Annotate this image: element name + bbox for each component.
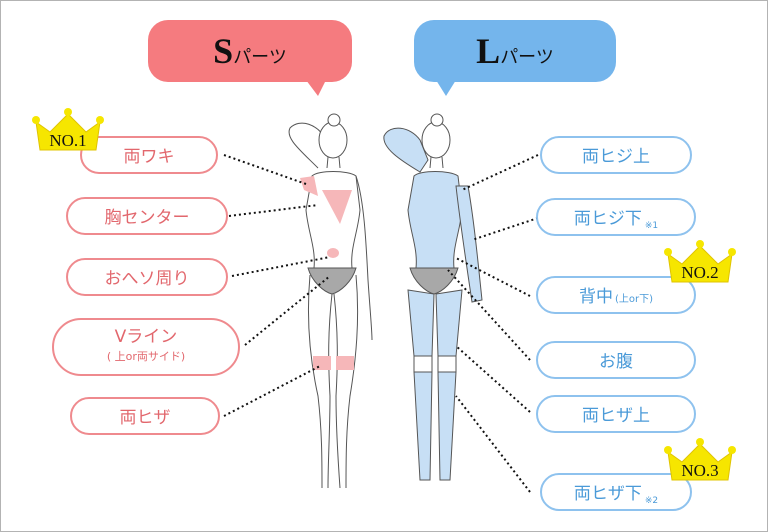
l-part-note: ※2 (644, 496, 659, 506)
l-part-note: ※1 (644, 221, 659, 231)
s-part-knees[interactable]: 両ヒザ (70, 397, 220, 435)
l-bubble-sub: パーツ (500, 47, 554, 68)
l-bubble-tail (436, 80, 456, 96)
l-part-label: 背中 (578, 287, 613, 307)
s-part-sub: ( 上or両サイド) (106, 350, 186, 363)
l-part-forearms[interactable]: 両ヒジ下※1 (536, 198, 696, 236)
l-parts-bubble: Lパーツ (414, 20, 616, 82)
l-part-label: 両ヒザ下 (573, 484, 642, 504)
l-part-upper-knees[interactable]: 両ヒザ上 (536, 395, 696, 433)
s-bubble-sub: パーツ (233, 47, 287, 68)
left-figure (288, 113, 373, 489)
l-part-sub: (上or下) (614, 294, 654, 305)
l-part-label: 両ヒジ上 (582, 147, 650, 167)
l-part-upper-arms[interactable]: 両ヒジ上 (540, 136, 692, 174)
crown-icon: NO.2 (664, 240, 736, 283)
s-part-label: 両ヒザ (119, 408, 171, 428)
zone-knee-right (336, 356, 354, 370)
s-part-underarms[interactable]: 両ワキ (80, 136, 218, 174)
l-part-label: 両ヒジ下 (573, 209, 642, 229)
s-part-label: おへソ周り (104, 269, 190, 289)
l-part-back[interactable]: 背中(上or下) (536, 276, 696, 314)
l-part-label: お腹 (599, 352, 633, 372)
s-part-navel-area[interactable]: おへソ周り (66, 258, 228, 296)
rank-label: NO.1 (49, 131, 86, 150)
s-part-v-line[interactable]: Vライン ( 上or両サイド) (52, 318, 240, 376)
rank-label: NO.2 (681, 263, 718, 282)
right-leaders (447, 154, 539, 493)
l-bubble-main: L (476, 31, 501, 71)
zone-knee-left (313, 356, 331, 370)
zone-underarm (300, 176, 318, 196)
s-parts-bubble: Sパーツ (148, 20, 352, 82)
crown-icon: NO.3 (664, 438, 736, 481)
left-leaders (223, 154, 331, 417)
crown-icon: NO.1 (32, 108, 104, 151)
l-part-label: 両ヒザ上 (582, 406, 650, 426)
s-bubble-main: S (213, 31, 234, 71)
s-part-chest-center[interactable]: 胸センター (66, 197, 228, 235)
s-part-label: 胸センター (104, 208, 190, 228)
zone-navel (327, 248, 339, 258)
s-part-label: Vライン (114, 327, 178, 347)
rank-label: NO.3 (681, 461, 718, 480)
right-figure (383, 113, 483, 481)
zone-chest-center (322, 190, 352, 224)
l-part-abdomen[interactable]: お腹 (536, 341, 696, 379)
s-part-label: 両ワキ (123, 147, 175, 167)
s-bubble-tail (306, 80, 326, 96)
l-part-lower-knees[interactable]: 両ヒザ下※2 (540, 473, 692, 511)
